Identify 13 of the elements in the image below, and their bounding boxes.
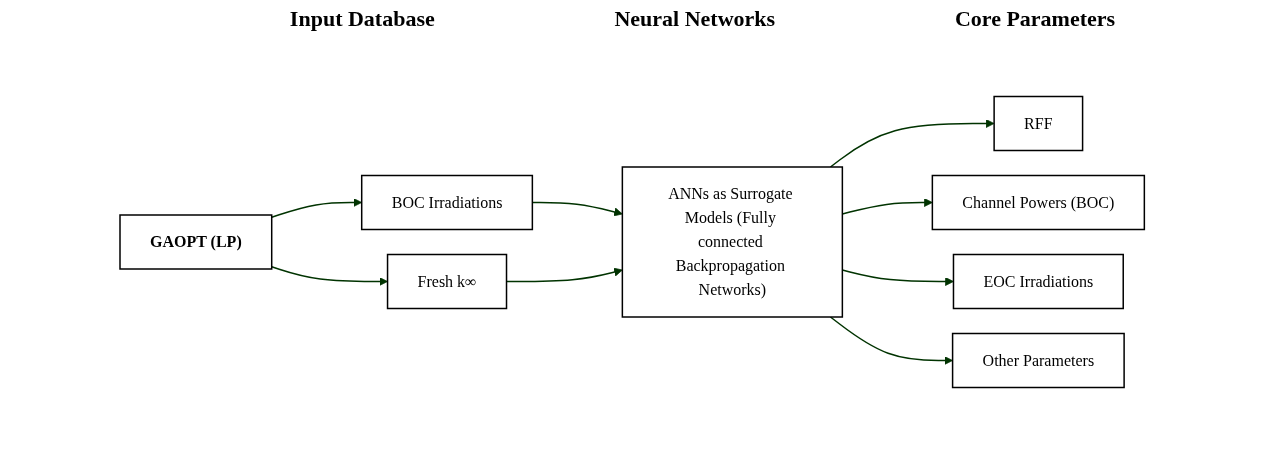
node-box: RFF: [993, 95, 1084, 152]
arrow: [271, 198, 363, 218]
node-box: EOC Irradiations: [953, 253, 1125, 310]
arrow: [830, 119, 995, 168]
column-heading: Neural Networks: [614, 6, 776, 32]
column-heading: Core Parameters: [954, 6, 1116, 32]
node-box: Fresh k∞: [387, 253, 508, 310]
node-box: Other Parameters: [952, 332, 1126, 389]
node-box: ANNs as Surrogate Models (Fully connected Backpropagation Networks): [621, 166, 844, 318]
column-heading: Input Database: [289, 6, 435, 32]
node-box: Channel Powers (BOC): [931, 174, 1146, 231]
node-box: GAOPT (LP): [119, 214, 273, 270]
node-box: BOC Irradiations: [361, 174, 534, 231]
